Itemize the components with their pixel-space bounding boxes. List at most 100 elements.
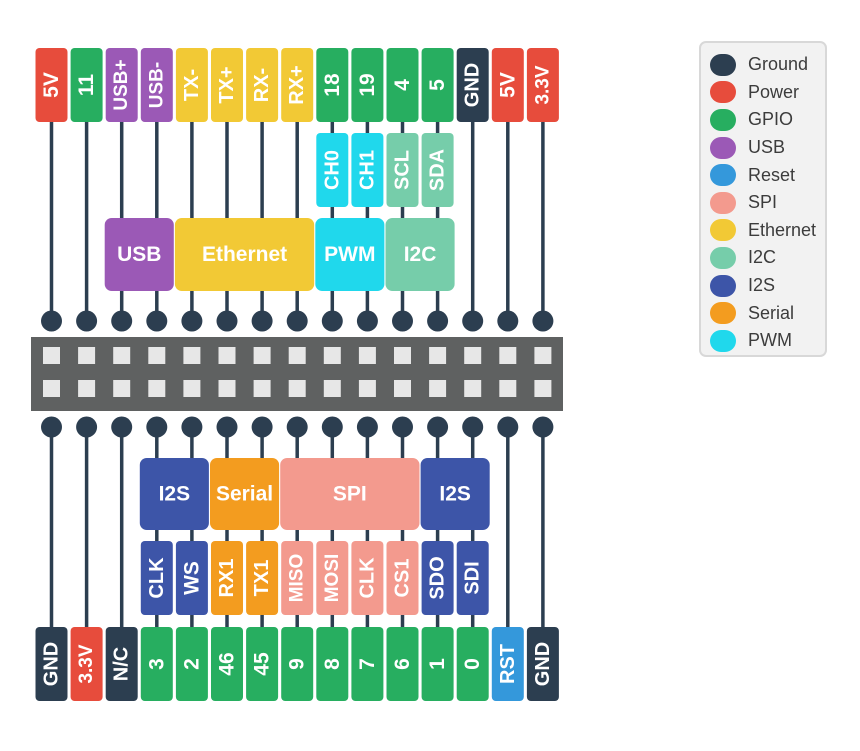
top-pin-3-3v-box <box>526 48 559 122</box>
header-pad <box>183 347 201 364</box>
legend-item-ground: Ground <box>710 51 825 79</box>
top-pin-5v-box <box>491 48 524 122</box>
bottom-group-i2s: I2S <box>139 458 209 530</box>
top-pin-11-text: 11 <box>75 74 98 97</box>
top-group-pwm-box <box>315 218 385 291</box>
bottom-sub-label-miso: MISO <box>281 541 314 615</box>
legend-label: Power <box>748 81 800 102</box>
bottom-group-spi-box <box>280 458 420 530</box>
legend-swatch <box>710 81 736 104</box>
bottom-connector-dot <box>251 416 273 438</box>
top-pin-18-text: 18 <box>321 73 344 97</box>
top-pin-rx: RX- <box>246 48 279 122</box>
top-pin-usb-text: USB- <box>146 62 167 108</box>
bottom-pin-7-text: 7 <box>356 658 379 670</box>
bottom-pin-8: 8 <box>316 627 349 701</box>
legend-label: GPIO <box>748 109 794 130</box>
legend-swatch <box>710 302 736 325</box>
bottom-pin-0: 0 <box>456 627 489 701</box>
top-pin-11-box <box>70 48 103 122</box>
legend-label: Ground <box>748 54 809 75</box>
bottom-sub-label-clk: CLK <box>140 541 173 615</box>
top-pin-tx: TX+ <box>211 48 243 122</box>
bottom-connector-dot <box>286 416 308 438</box>
top-sub-label-scl: SCL <box>386 133 419 207</box>
bottom-pin-7-box <box>351 627 384 701</box>
bottom-pin-1-box <box>421 627 454 701</box>
top-pin-gnd-text: GND <box>462 63 484 107</box>
top-sub-label-ch0-box <box>316 133 349 207</box>
bottom-sub-label-tx1-box <box>246 541 279 615</box>
bottom-sub-label-miso-text: MISO <box>287 554 308 603</box>
header-pad <box>253 347 271 364</box>
top-connector-dot <box>427 310 449 332</box>
bottom-group-serial: Serial <box>210 458 280 530</box>
bottom-pin-2: 2 <box>175 627 208 701</box>
bottom-pin-8-box <box>316 627 349 701</box>
bottom-pin-1-text: 1 <box>426 658 449 670</box>
top-pin-5v-box <box>35 48 68 122</box>
top-group-pwm: PWM <box>315 218 385 291</box>
bottom-connector-dot <box>392 416 413 438</box>
header-pad <box>253 380 271 397</box>
bottom-pin-46: 46 <box>211 627 243 701</box>
top-connector-dot <box>356 310 378 332</box>
header-pad <box>358 380 376 397</box>
top-connector-dot <box>146 310 168 332</box>
bottom-pin-3-text: 3 <box>145 658 168 670</box>
legend-item-pwm: PWM <box>710 327 825 355</box>
bottom-sub-label-ws-box <box>175 541 208 615</box>
top-group-usb: USB <box>104 218 174 291</box>
header-pad <box>43 380 60 397</box>
bottom-pin-46-box <box>211 627 243 701</box>
bottom-pin-3: 3 <box>140 627 173 701</box>
top-pin-usb: USB- <box>140 48 173 122</box>
bottom-sub-label-rx1-box <box>211 541 243 615</box>
top-connector-dot <box>286 310 308 332</box>
top-connector-dot <box>41 310 62 332</box>
top-sub-label-sda-text: SDA <box>427 149 449 191</box>
top-pin-usb-box <box>105 48 138 122</box>
bottom-sub-label-mosi: MOSI <box>316 541 349 615</box>
bottom-pin-2-box <box>175 627 208 701</box>
header-pad <box>218 347 236 364</box>
header-pads <box>43 347 552 397</box>
top-pin-5v-text: 5V <box>40 72 63 98</box>
bottom-pin-7: 7 <box>351 627 384 701</box>
top-group-ethernet-box <box>174 218 315 291</box>
bottom-pin-1: 1 <box>421 627 454 701</box>
top-pin-gnd-box <box>456 48 489 122</box>
bottom-pin-gnd-box <box>35 627 68 701</box>
top-pin-3-3v: 3.3V <box>526 48 559 122</box>
legend-label: Reset <box>748 164 796 185</box>
bottom-pin-6-box <box>386 627 419 701</box>
top-pin-4: 4 <box>386 48 419 122</box>
bottom-sub-label-sdo: SDO <box>421 541 454 615</box>
bottom-group-spi-text: SPI <box>333 483 367 506</box>
header-pad <box>499 380 517 397</box>
header-pad <box>78 347 96 364</box>
legend-item-reset: Reset <box>710 161 825 189</box>
header-pad <box>183 380 201 397</box>
top-pin-5-box <box>421 48 454 122</box>
top-pin-3-3v-text: 3.3V <box>532 65 553 104</box>
legend-item-i2s: I2S <box>710 272 825 300</box>
top-pin-19-text: 19 <box>356 73 379 96</box>
top-pin-18-box <box>316 48 349 122</box>
bottom-pin-3-3v-box <box>70 627 103 701</box>
top-connector-dot <box>532 310 554 332</box>
top-connector-dot <box>111 310 133 332</box>
bottom-sub-label-sdi-text: SDI <box>462 561 484 594</box>
legend-swatch <box>710 219 736 242</box>
bottom-pin-45-text: 45 <box>251 652 274 676</box>
bottom-group-i2s-box <box>420 458 490 530</box>
bottom-sub-label-rx1: RX1 <box>211 541 243 615</box>
top-pin-rx-text: RX- <box>251 68 273 102</box>
bottom-connector-dot <box>462 416 484 438</box>
bottom-pin-gnd: GND <box>35 627 68 701</box>
bottom-sub-label-sdo-box <box>421 541 454 615</box>
top-pin-gnd: GND <box>456 48 489 122</box>
bottom-sub-label-rx1-text: RX1 <box>216 559 238 598</box>
header-pad <box>323 347 341 364</box>
